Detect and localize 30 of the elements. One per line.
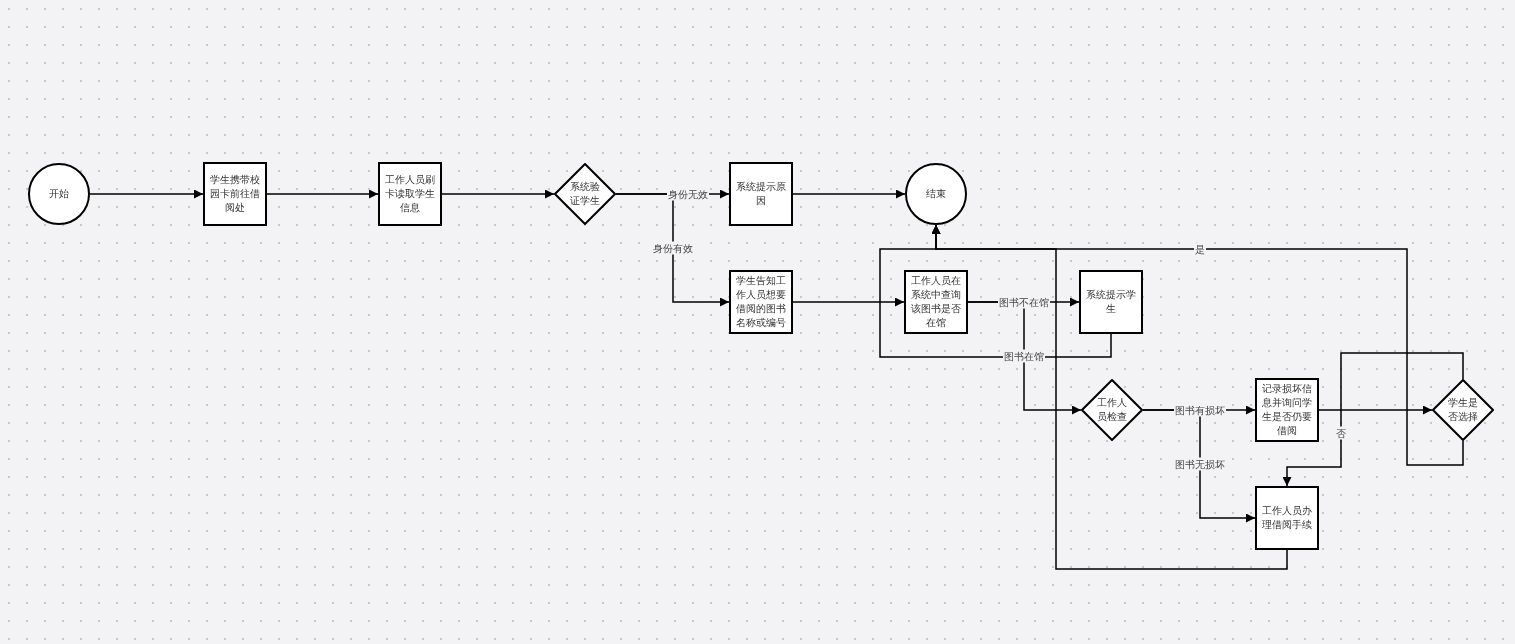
- process-box: 工作人员在系统中查询该图书是否在馆: [904, 270, 968, 334]
- decision-diamond: 学生是否选择: [1432, 379, 1494, 441]
- arrow: [792, 297, 905, 307]
- edge-label: 是: [1194, 242, 1206, 256]
- edge-label: 图书有损坏: [1174, 403, 1226, 417]
- edge-label: 图书无损坏: [1174, 457, 1226, 471]
- arrow: [615, 193, 730, 307]
- edge-label: 图书不在馆: [998, 295, 1050, 309]
- process-box: 学生携带校园卡前往借阅处: [203, 162, 267, 226]
- process-box: 系统提示学生: [1079, 270, 1143, 334]
- arrow: [931, 224, 1288, 570]
- process-box: 工作人员刷卡读取学生信息: [378, 162, 442, 226]
- arrow: [441, 189, 555, 199]
- edge-label: 否: [1335, 426, 1347, 440]
- arrow: [792, 189, 906, 199]
- process-box: 系统提示原因: [729, 162, 793, 226]
- terminal-circle: 开始: [28, 163, 90, 225]
- process-box: 记录损坏信息并询问学生是否仍要借阅: [1255, 378, 1319, 442]
- decision-diamond: 工作人员检查: [1081, 379, 1143, 441]
- process-box: 学生告知工作人员想要借阅的图书名称或编号: [729, 270, 793, 334]
- edge-label: 身份无效: [667, 187, 709, 201]
- edge-label: 身份有效: [652, 241, 694, 255]
- terminal-circle: 结束: [905, 163, 967, 225]
- process-box: 工作人员办理借阅手续: [1255, 486, 1319, 550]
- arrow: [1282, 352, 1464, 487]
- arrow: [266, 189, 379, 199]
- arrow: [89, 189, 204, 199]
- decision-diamond: 系统验证学生: [554, 163, 616, 225]
- edge-label: 图书在馆: [1003, 349, 1045, 363]
- arrow: [1318, 405, 1433, 415]
